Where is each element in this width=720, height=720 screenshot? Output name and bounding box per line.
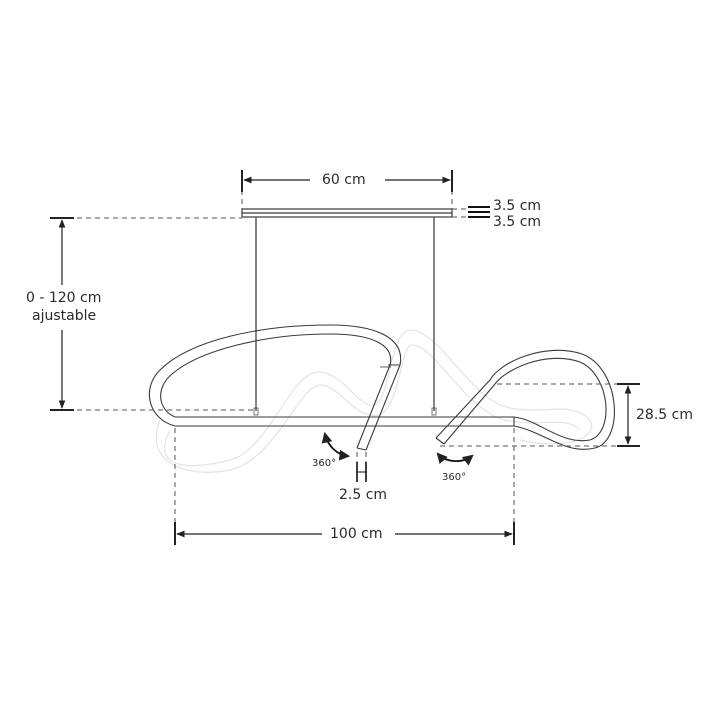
label-suspension-adjustable: ajustable — [32, 308, 97, 324]
label-suspension-range: 0 - 120 cm — [26, 290, 102, 306]
dim-tube-diameter — [356, 462, 367, 482]
label-canopy-width: 60 cm — [322, 172, 366, 188]
canopy — [241, 208, 453, 218]
label-canopy-height-top: 3.5 cm — [493, 198, 542, 214]
dim-loop-height — [617, 383, 640, 447]
label-loop-height: 28.5 cm — [636, 407, 693, 423]
dim-canopy-height — [468, 206, 490, 218]
dim-suspension — [50, 217, 74, 411]
dim-100cm — [174, 522, 515, 545]
lamp-body — [148, 324, 615, 451]
rotation-arrow-left — [321, 431, 351, 461]
label-tube-diameter: 2.5 cm — [339, 487, 388, 503]
label-rotation-left: 360° — [312, 458, 337, 469]
label-body-width: 100 cm — [330, 526, 383, 542]
label-rotation-right: 360° — [442, 472, 467, 483]
dim-60cm — [241, 170, 453, 192]
label-canopy-height-bottom: 3.5 cm — [493, 214, 542, 230]
ghost-outline — [155, 329, 593, 473]
dashed-guides — [50, 190, 630, 530]
rotation-arrow-right — [436, 452, 474, 466]
suspension-rods — [255, 217, 435, 411]
